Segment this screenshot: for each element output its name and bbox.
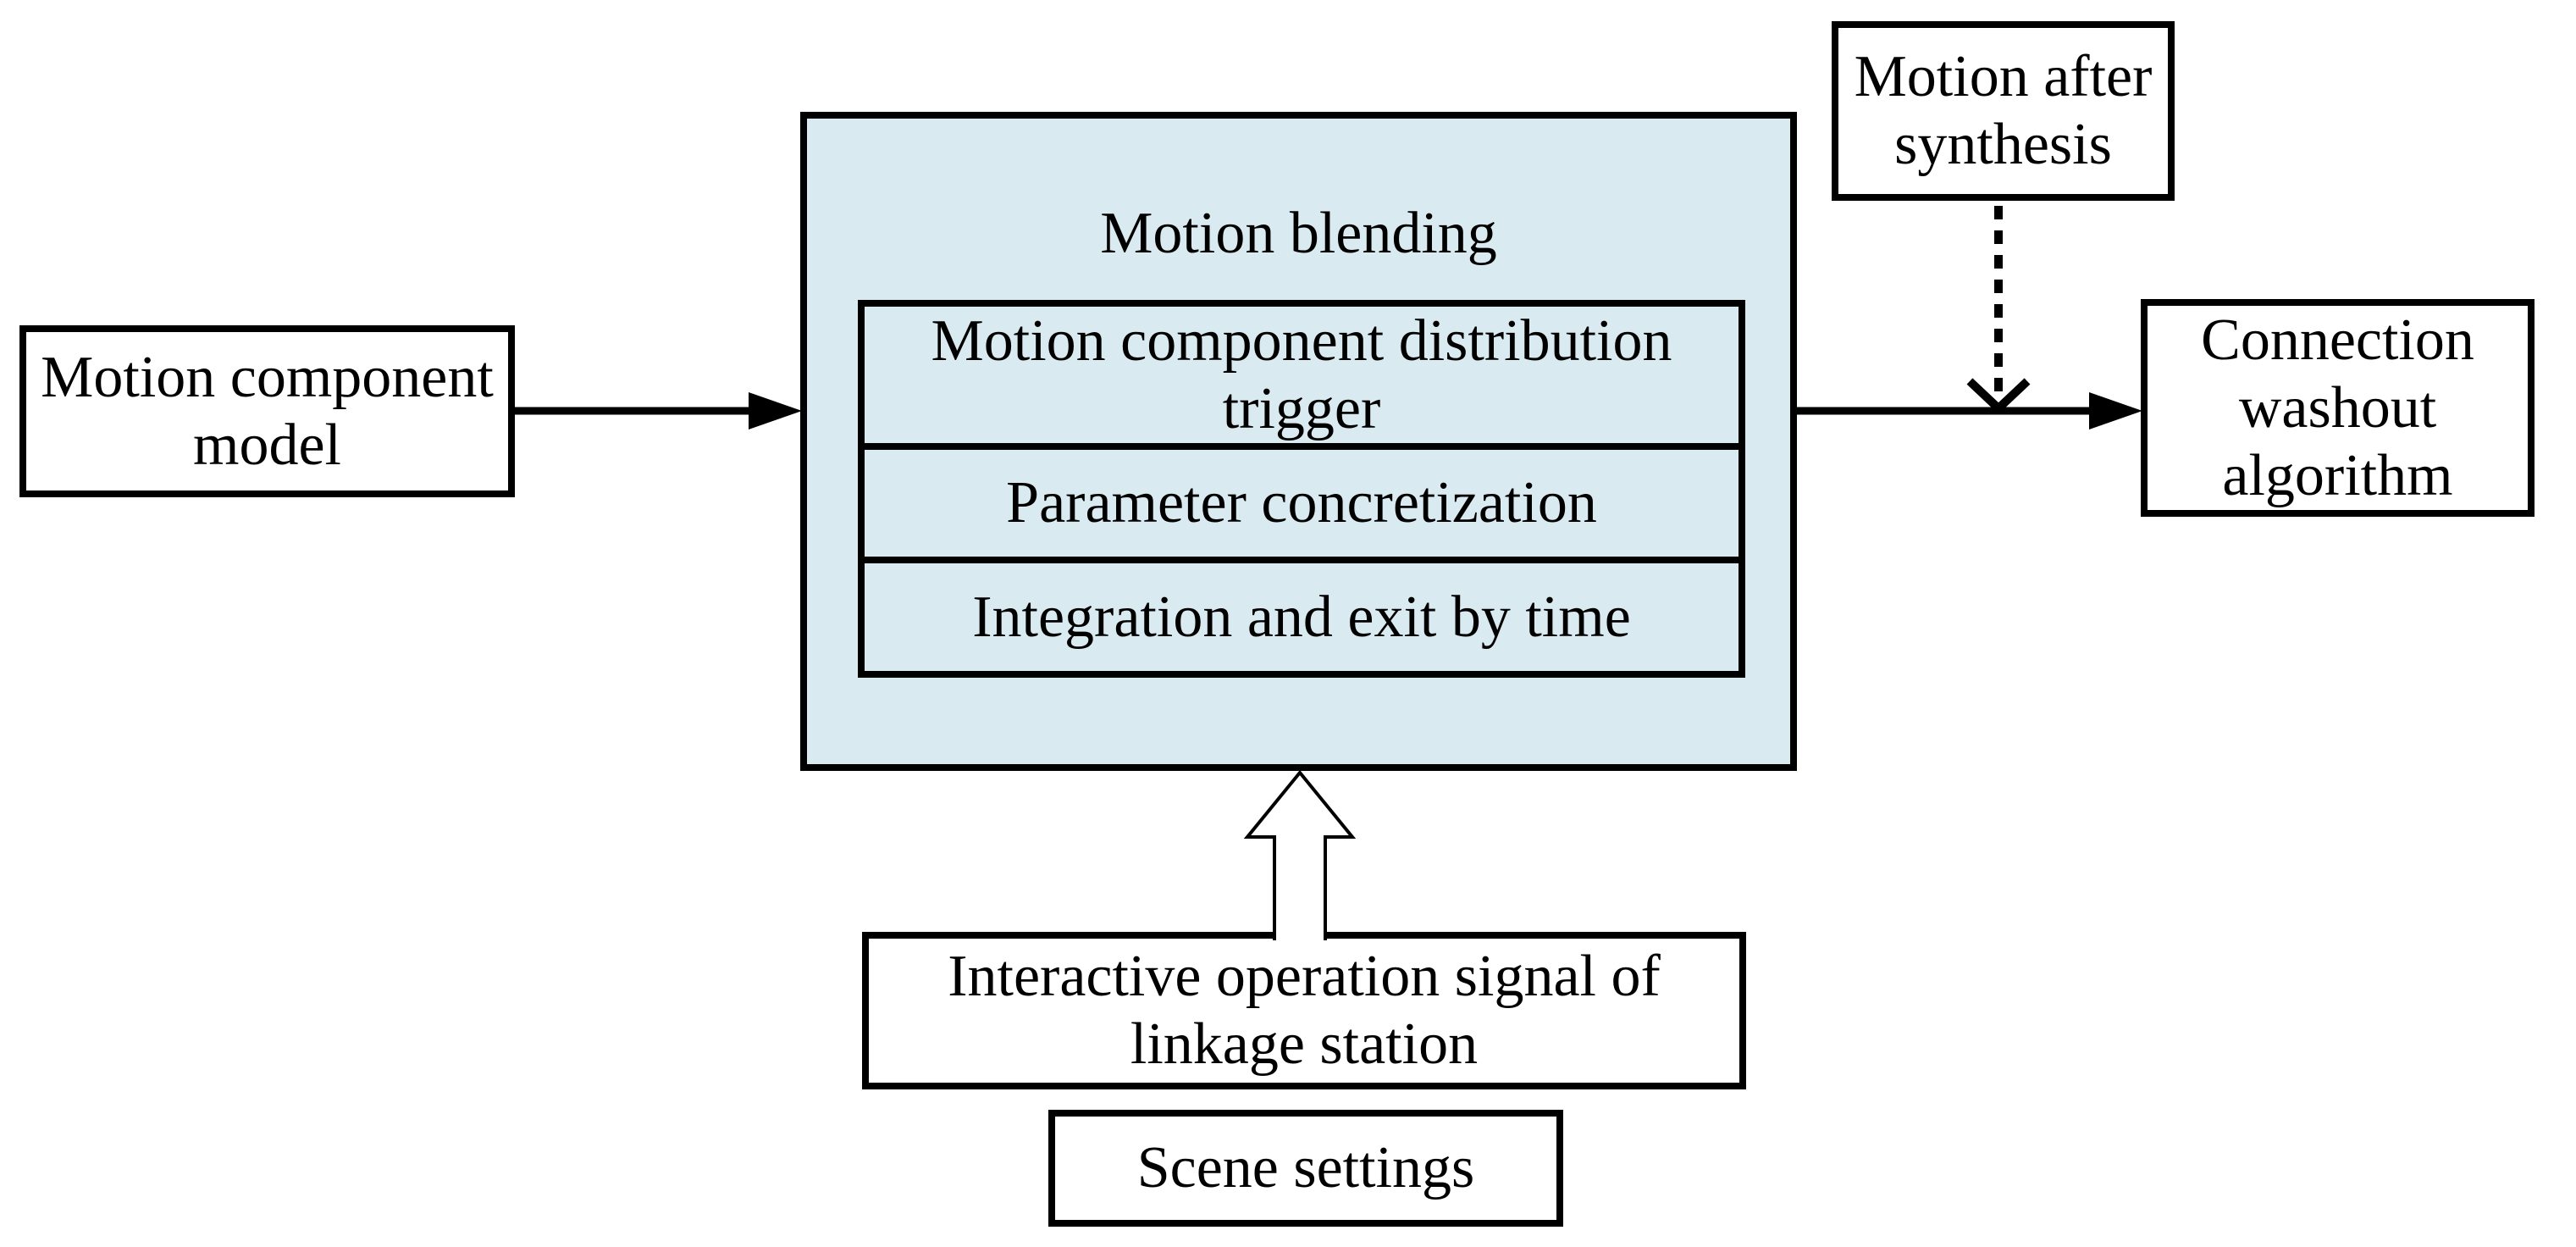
step-integration-exit-by-time-box: Integration and exit by time (858, 557, 1745, 678)
dashed-arrowhead-synthesis-icon (1966, 378, 2031, 414)
step-parameter-concretization-label: Parameter concretization (1006, 470, 1597, 535)
interactive-operation-signal-box: Interactive operation signal of linkage … (862, 932, 1746, 1089)
connection-washout-algorithm-label: Connection washout algorithm (2201, 307, 2474, 508)
motion-after-synthesis-label: Motion after synthesis (1854, 44, 2153, 177)
motion-blending-title: Motion blending (1100, 201, 1497, 266)
step-parameter-concretization-box: Parameter concretization (858, 443, 1745, 563)
arrowhead-blending-to-washout-icon (2089, 392, 2142, 430)
step-motion-component-distribution-trigger-box: Motion component distribution trigger (858, 300, 1745, 450)
arrowhead-model-to-blending-icon (749, 392, 802, 430)
step-motion-component-distribution-trigger-label: Motion component distribution trigger (931, 308, 1672, 441)
scene-settings-label: Scene settings (1136, 1135, 1475, 1200)
motion-after-synthesis-box: Motion after synthesis (1832, 21, 2175, 201)
motion-component-model-box: Motion component model (19, 325, 515, 497)
motion-blending-box: Motion blending Motion component distrib… (800, 112, 1797, 771)
motion-component-model-label: Motion component model (41, 344, 494, 478)
connection-washout-algorithm-box: Connection washout algorithm (2141, 299, 2535, 517)
interactive-operation-signal-label: Interactive operation signal of linkage … (948, 944, 1661, 1077)
step-integration-exit-by-time-label: Integration and exit by time (972, 584, 1631, 650)
scene-settings-box: Scene settings (1048, 1110, 1563, 1227)
block-arrow-up-icon (1243, 769, 1357, 940)
